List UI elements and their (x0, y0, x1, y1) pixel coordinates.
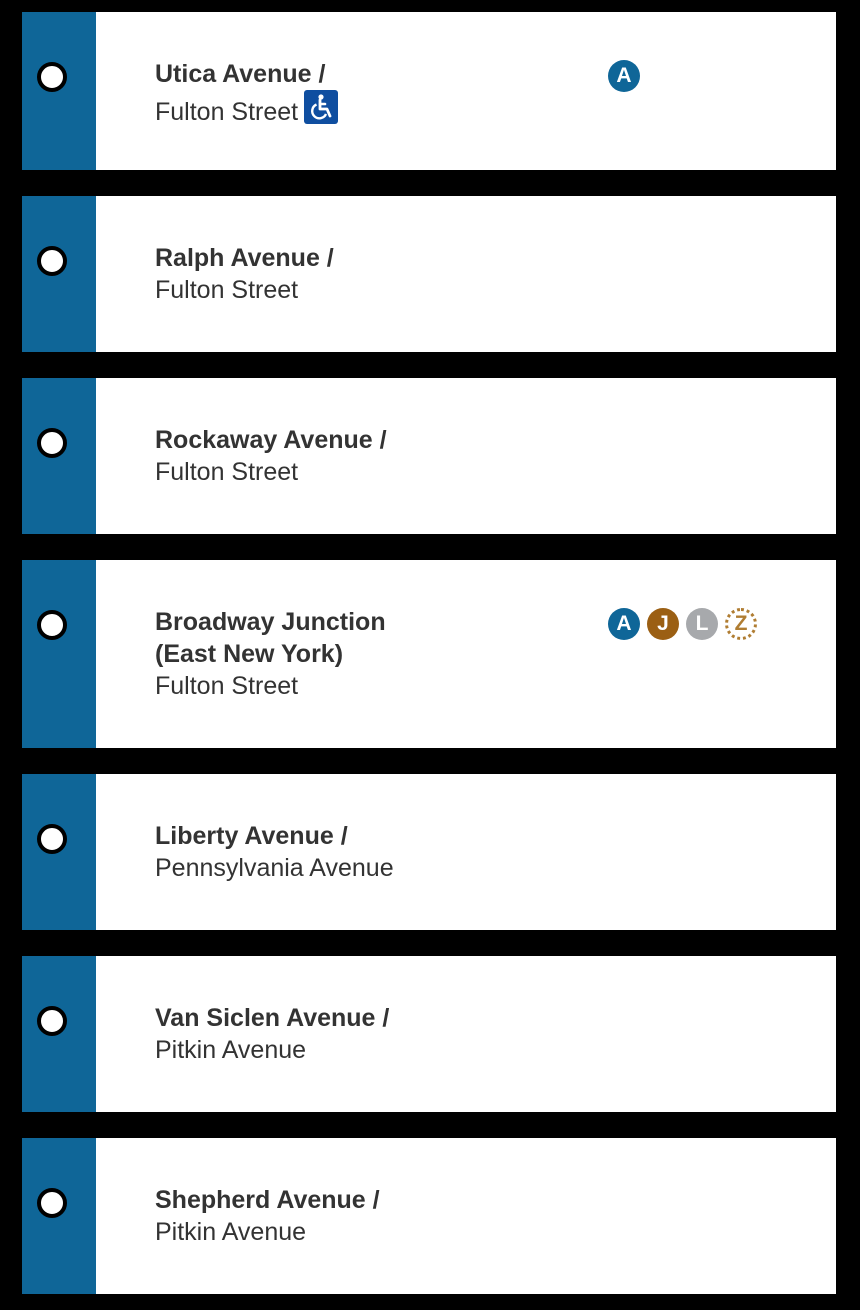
station-content: Liberty Avenue / Pennsylvania Avenue (96, 774, 836, 930)
station-name[interactable]: Broadway Junction (East New York) Fulton S… (155, 606, 386, 702)
cross-street-label: Fulton Street (155, 98, 299, 126)
station-name-line-1: Van Siclen Avenue / (155, 1004, 390, 1032)
station-name-line-1: Utica Avenue / (155, 60, 326, 88)
cross-street: Pitkin Avenue (155, 1216, 380, 1248)
station-stop-icon (37, 610, 67, 640)
station-stop-icon (37, 1006, 67, 1036)
station-name-line-2: (East New York) (155, 640, 344, 668)
station-stop-icon (37, 824, 67, 854)
station-content: Shepherd Avenue / Pitkin Avenue (96, 1138, 836, 1294)
line-strip (22, 956, 96, 1112)
line-strip (22, 774, 96, 930)
cross-street-label: Fulton Street (155, 458, 299, 486)
station-stop-icon (37, 62, 67, 92)
station-name-line-1: Rockaway Avenue / (155, 426, 387, 454)
route-bullets: A (608, 60, 640, 92)
station-name[interactable]: Ralph Avenue / Fulton Street (155, 242, 334, 306)
station-row[interactable]: Broadway Junction (East New York) Fulton S… (22, 560, 836, 748)
station-name[interactable]: Rockaway Avenue / Fulton Street (155, 424, 387, 488)
route-bullet-z[interactable]: Z (725, 608, 757, 640)
station-stop-icon (37, 428, 67, 458)
line-strip (22, 12, 96, 170)
station-stop-icon (37, 1188, 67, 1218)
station-content: Utica Avenue / Fulton Street A (96, 12, 836, 170)
station-name[interactable]: Liberty Avenue / Pennsylvania Avenue (155, 820, 394, 884)
route-bullet-l[interactable]: L (686, 608, 718, 640)
station-row[interactable]: Van Siclen Avenue / Pitkin Avenue (22, 956, 836, 1112)
cross-street: Fulton Street (155, 670, 386, 702)
cross-street-label: Fulton Street (155, 672, 299, 700)
station-content: Ralph Avenue / Fulton Street (96, 196, 836, 352)
station-content: Rockaway Avenue / Fulton Street (96, 378, 836, 534)
station-content: Van Siclen Avenue / Pitkin Avenue (96, 956, 836, 1112)
cross-street-label: Pennsylvania Avenue (155, 854, 394, 882)
route-bullet-a[interactable]: A (608, 608, 640, 640)
line-strip (22, 378, 96, 534)
cross-street: Fulton Street (155, 274, 334, 306)
cross-street-label: Fulton Street (155, 276, 299, 304)
route-bullet-j[interactable]: J (647, 608, 679, 640)
station-name[interactable]: Utica Avenue / Fulton Street (155, 58, 339, 128)
station-row[interactable]: Utica Avenue / Fulton Street A (22, 12, 836, 170)
station-row[interactable]: Rockaway Avenue / Fulton Street (22, 378, 836, 534)
station-row[interactable]: Ralph Avenue / Fulton Street (22, 196, 836, 352)
station-name[interactable]: Van Siclen Avenue / Pitkin Avenue (155, 1002, 389, 1066)
line-strip (22, 196, 96, 352)
station-name-line-1: Ralph Avenue / (155, 244, 334, 272)
station-row[interactable]: Shepherd Avenue / Pitkin Avenue (22, 1138, 836, 1294)
station-name-line-1: Shepherd Avenue / (155, 1186, 380, 1214)
station-stop-icon (37, 246, 67, 276)
station-name[interactable]: Shepherd Avenue / Pitkin Avenue (155, 1184, 380, 1248)
station-content: Broadway Junction (East New York) Fulton S… (96, 560, 836, 748)
cross-street-label: Pitkin Avenue (155, 1218, 307, 1246)
route-bullet-a[interactable]: A (608, 60, 640, 92)
cross-street: Fulton Street (155, 90, 339, 128)
station-name-line-1: Broadway Junction (155, 608, 386, 636)
cross-street: Pitkin Avenue (155, 1034, 389, 1066)
cross-street: Pennsylvania Avenue (155, 852, 394, 884)
cross-street-label: Pitkin Avenue (155, 1036, 307, 1064)
cross-street: Fulton Street (155, 456, 387, 488)
station-name-line-1: Liberty Avenue / (155, 822, 348, 850)
line-strip (22, 1138, 96, 1294)
wheelchair-icon (304, 90, 339, 124)
line-strip (22, 560, 96, 748)
station-row[interactable]: Liberty Avenue / Pennsylvania Avenue (22, 774, 836, 930)
